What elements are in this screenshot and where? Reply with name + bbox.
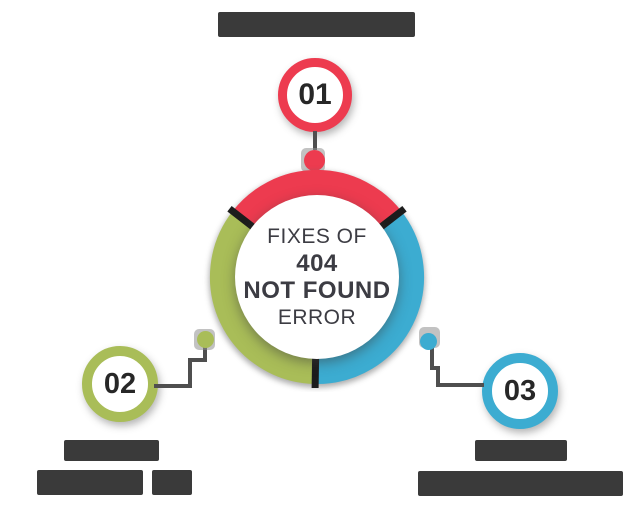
- connector-02-seg-v2: [203, 345, 207, 362]
- label-03-redacted-line2: [418, 471, 623, 496]
- label-02-redacted-line2b: [152, 470, 192, 495]
- step-badge-01: 01: [278, 58, 352, 132]
- label-02-redacted-line1: [64, 440, 159, 461]
- center-text-line-4: ERROR: [277, 306, 357, 329]
- connector-02-seg-v1: [188, 358, 192, 388]
- label-02-redacted-line2a: [37, 470, 143, 495]
- label-03-redacted-line1: [475, 440, 567, 461]
- center-text-line-1: FIXES OF: [267, 225, 367, 248]
- center-text-line-3: NOT FOUND: [243, 277, 391, 304]
- step-badge-02: 02: [82, 346, 158, 422]
- center-circle: FIXES OF 404 NOT FOUND ERROR: [235, 195, 399, 359]
- step-number-01: 01: [298, 78, 332, 111]
- connector-dot-olive-icon: [197, 331, 214, 348]
- connector-03-seg-h1: [436, 383, 484, 387]
- center-text-line-2: 404: [296, 250, 338, 277]
- ring-arc-red: [232, 169, 402, 229]
- connector-dot-red-icon: [304, 150, 325, 171]
- step-number-03: 03: [503, 374, 537, 407]
- connector-03-seg-h2: [430, 366, 440, 370]
- connector-03-seg-v2: [430, 347, 434, 370]
- step-badge-03: 03: [482, 353, 558, 429]
- connector-02-seg-h2: [188, 358, 207, 362]
- connector-02-seg-h1: [154, 384, 192, 388]
- connector-03-seg-v1: [436, 366, 440, 387]
- connector-01-stub: [313, 131, 317, 150]
- connector-dot-blue-icon: [420, 333, 437, 350]
- ring-arc-olive: [209, 211, 317, 384]
- ring-arc-blue: [315, 211, 425, 385]
- segmented-ring-chart: [209, 169, 425, 389]
- title-redacted-text: [218, 12, 415, 37]
- step-number-02: 02: [103, 367, 137, 400]
